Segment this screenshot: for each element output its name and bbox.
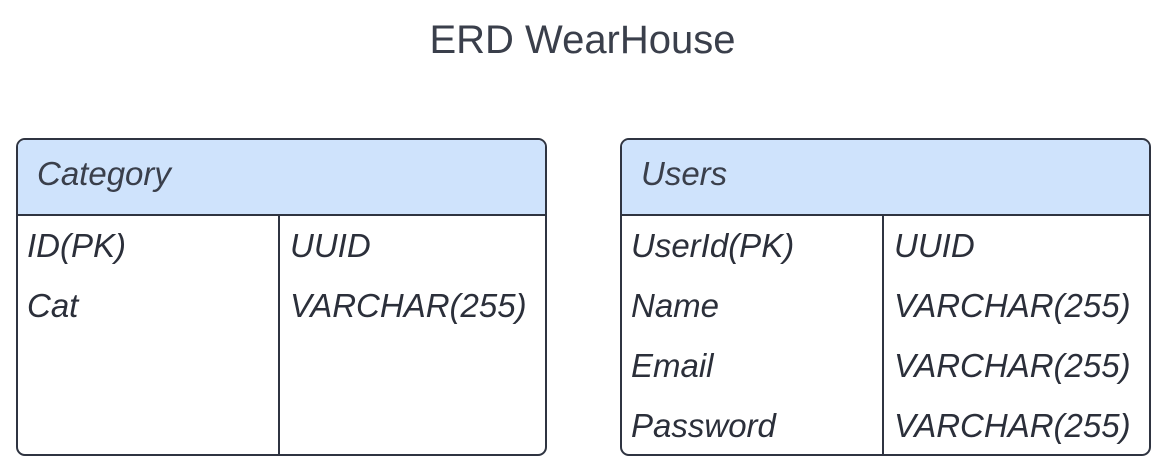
field-name: Cat: [27, 287, 79, 324]
entity-users[interactable]: Users UserId(PK) UUID Name VARCHAR(255) …: [620, 138, 1151, 456]
field-row: Email VARCHAR(255): [622, 340, 1149, 400]
entity-header: Users: [622, 140, 1149, 216]
field-name: ID(PK): [27, 227, 126, 264]
field-row: ID(PK) UUID: [18, 220, 545, 280]
field-type: UUID: [290, 227, 371, 264]
field-type: VARCHAR(255): [894, 287, 1131, 324]
column-divider: [278, 216, 280, 454]
field-row: Password VARCHAR(255): [622, 400, 1149, 454]
field-row: Cat VARCHAR(255): [18, 280, 545, 340]
entity-body: UserId(PK) UUID Name VARCHAR(255) Email …: [622, 216, 1149, 454]
field-name: Password: [631, 407, 776, 444]
column-divider: [882, 216, 884, 454]
entity-header: Category: [18, 140, 545, 216]
field-name: UserId(PK): [631, 227, 795, 264]
field-type: VARCHAR(255): [290, 287, 527, 324]
field-name: Name: [631, 287, 720, 324]
field-type: UUID: [894, 227, 975, 264]
field-type: VARCHAR(255): [894, 347, 1131, 384]
entity-body: ID(PK) UUID Cat VARCHAR(255): [18, 216, 545, 454]
field-name: Email: [631, 347, 714, 384]
entity-category[interactable]: Category ID(PK) UUID Cat VARCHAR(255): [16, 138, 547, 456]
field-row: UserId(PK) UUID: [622, 220, 1149, 280]
diagram-title: ERD WearHouse: [429, 18, 736, 62]
field-type: VARCHAR(255): [894, 407, 1131, 444]
field-row: Name VARCHAR(255): [622, 280, 1149, 340]
